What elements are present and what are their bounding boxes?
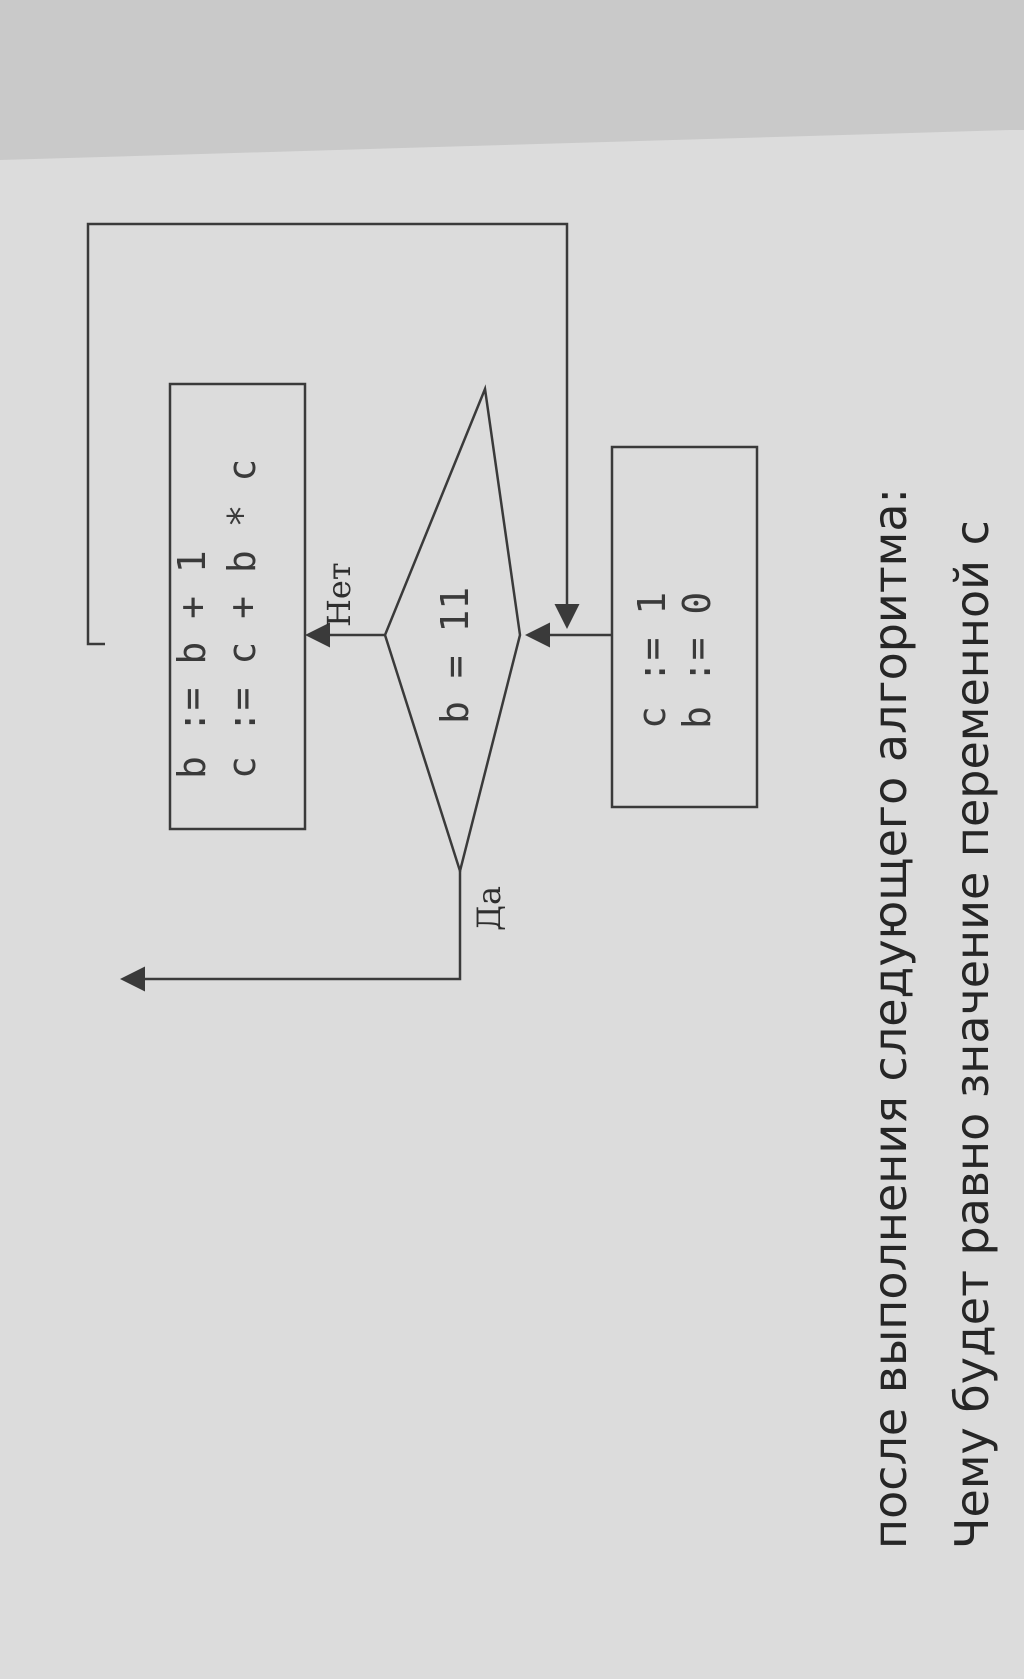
no-branch-label: Нет bbox=[320, 562, 358, 627]
body-block bbox=[168, 382, 307, 831]
yes-branch-label: Да bbox=[470, 886, 508, 931]
flow-arrow-loop-back bbox=[86, 222, 580, 646]
rotated-worksheet: Чему будет равно значение переменной с п… bbox=[86, 222, 999, 1549]
decision-condition-text: b = 11 bbox=[433, 587, 477, 724]
init-block-line-2: c := 1 bbox=[630, 592, 674, 729]
question-line-2: после выполнения следующего алгоритма: bbox=[863, 488, 917, 1549]
question-line-1: Чему будет равно значение переменной с bbox=[945, 520, 999, 1549]
flow-arrow-yes-branch bbox=[120, 871, 462, 992]
init-block bbox=[610, 445, 759, 809]
body-block-line-1: c := c + b * c bbox=[220, 459, 264, 779]
body-block-line-2: b := b + 1 bbox=[170, 550, 214, 779]
init-block-line-1: b := 0 bbox=[675, 592, 719, 729]
